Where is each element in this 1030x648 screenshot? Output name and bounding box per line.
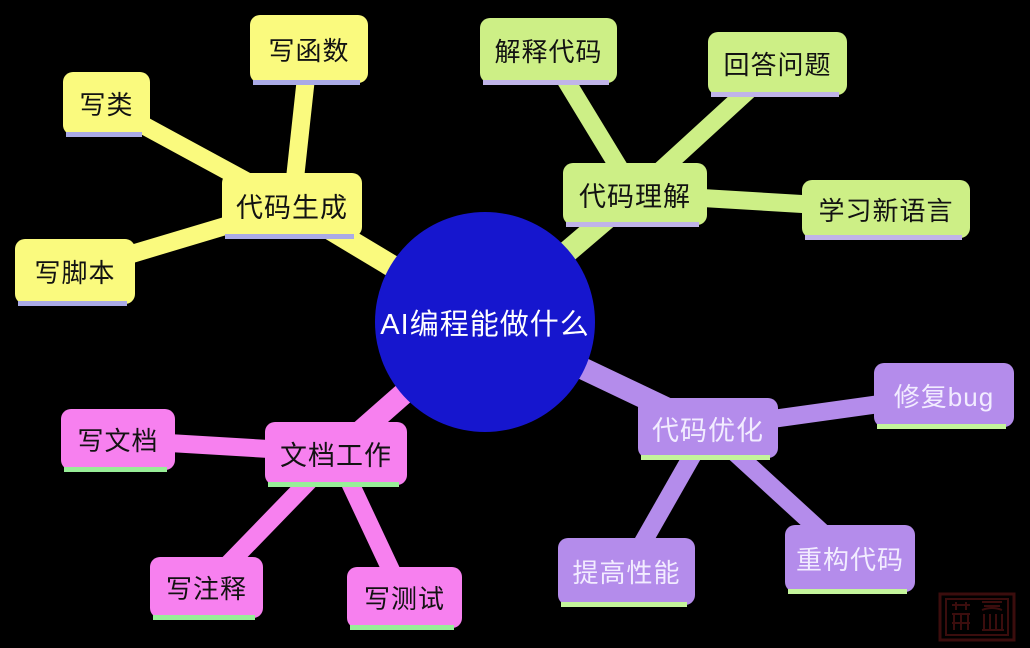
leaf-label: 解释代码 [494,37,603,67]
branch-code-optimization[interactable]: 代码优化 [638,398,778,460]
leaf-label: 修复bug [893,381,995,412]
leaf-write-class[interactable]: 写类 [63,72,150,137]
leaf-write-script[interactable]: 写脚本 [15,239,135,306]
leaf-label: 回答问题 [723,50,832,80]
leaf-label: 写脚本 [34,258,116,288]
leaf-label: 写测试 [363,584,445,614]
branch-label: 代码优化 [652,415,764,446]
central-topic-node[interactable]: AI编程能做什么 [375,212,595,432]
central-topic-label: AI编程能做什么 [380,309,590,341]
leaf-label: 写注释 [165,574,247,604]
leaf-refactor-code[interactable]: 重构代码 [785,525,915,594]
leaf-explain-code[interactable]: 解释代码 [480,18,617,85]
leaf-write-docs[interactable]: 写文档 [61,409,175,472]
leaf-label: 写函数 [268,35,350,66]
branch-code-understanding[interactable]: 代码理解 [563,163,707,227]
branch-label: 文档工作 [280,441,392,471]
branch-label: 代码理解 [579,181,691,212]
leaf-write-comments[interactable]: 写注释 [150,557,263,620]
leaf-label: 重构代码 [795,545,904,575]
branch-documentation-work[interactable]: 文档工作 [265,422,407,487]
leaf-fix-bug[interactable]: 修复bug [874,363,1014,429]
leaf-label: 写文档 [77,426,159,456]
leaf-answer-questions[interactable]: 回答问题 [708,32,847,97]
leaf-write-function[interactable]: 写函数 [250,15,368,85]
leaf-label: 提高性能 [572,558,681,588]
leaf-write-tests[interactable]: 写测试 [347,567,462,630]
leaf-label: 写类 [79,90,134,120]
leaf-label: 学习新语言 [818,195,954,226]
leaf-learn-new-language[interactable]: 学习新语言 [802,180,970,240]
branch-code-generation[interactable]: 代码生成 [222,173,362,239]
branch-label: 代码生成 [236,192,348,223]
seal-stamp-icon [938,592,1016,647]
leaf-improve-performance[interactable]: 提高性能 [558,538,695,607]
